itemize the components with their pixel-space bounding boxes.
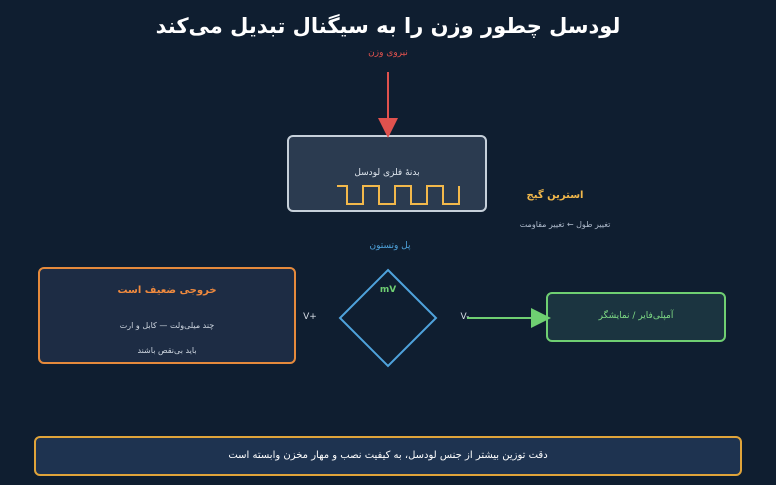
strain-gauge-note: تغییر طول ← تغییر مقاومت [519,220,611,229]
force-label: نیروی وزن [368,48,408,58]
amplifier-box [546,292,726,342]
bridge-output-label: mV [379,285,397,295]
weak-output-title: خروجی ضعیف است [117,285,217,296]
weak-output-box [38,267,296,364]
wheatstone-bridge [338,268,438,368]
loadcell-label: بدنهٔ فلزی لودسل [354,168,420,178]
bridge-v-minus: V- [460,312,470,322]
diagram-title: لودسل چطور وزن را به سیگنال تبدیل می‌کند [155,14,621,38]
strain-gauge-zigzag [337,185,460,205]
strain-gauge-title: استرین گیج [526,190,584,201]
bridge-v-plus: V+ [303,312,317,322]
weak-output-line1: چند میلی‌ولت — کابل و ارت [119,321,215,330]
weak-output-line2: باید بی‌نقص باشند [137,346,197,355]
loadcell-body [287,135,487,212]
bridge-title: پل وتستون [369,241,411,251]
footer-note-box [34,436,742,476]
footer-note-text: دقت توزین بیشتر از جنس لودسل، به کیفیت ن… [228,450,548,461]
amplifier-label: آمپلی‌فایر / نمایشگر [598,311,674,321]
